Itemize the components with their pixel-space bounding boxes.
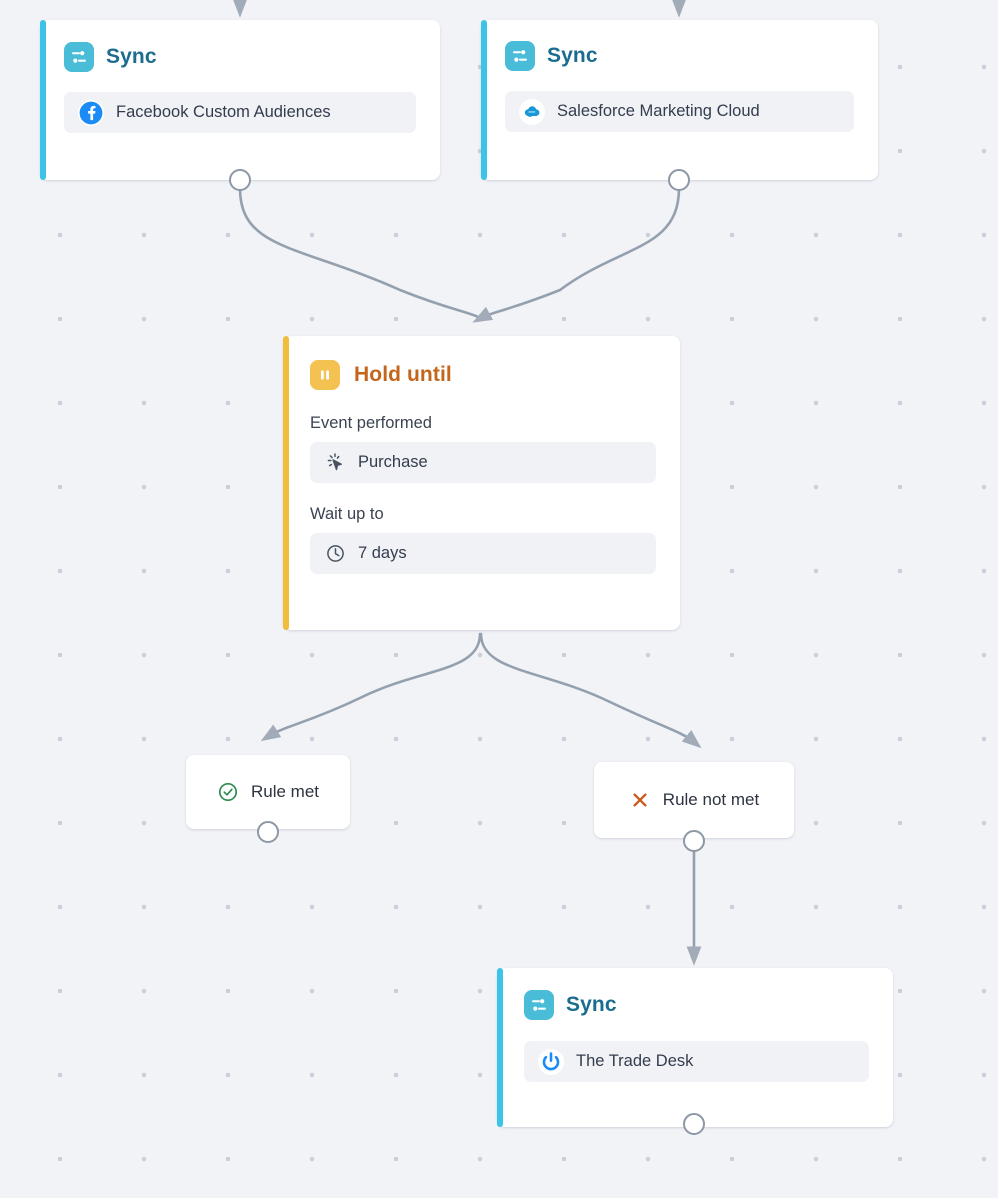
output-port[interactable]	[229, 169, 251, 191]
close-x-icon	[629, 789, 651, 811]
node-header: Sync	[505, 41, 854, 71]
destination-label: Facebook Custom Audiences	[116, 103, 331, 121]
destination-label: The Trade Desk	[576, 1052, 694, 1070]
salesforce-logo	[519, 98, 545, 125]
node-sync-salesforce[interactable]: Sync Salesforce Marketing Cloud	[481, 20, 878, 191]
sync-icon	[64, 42, 94, 72]
facebook-logo	[78, 99, 104, 126]
node-accent-bar	[40, 20, 46, 180]
output-port[interactable]	[668, 169, 690, 191]
node-header: Sync	[524, 990, 869, 1020]
destination-chip[interactable]: Salesforce Marketing Cloud	[505, 91, 854, 132]
node-title: Sync	[106, 45, 157, 68]
node-accent-bar	[497, 968, 503, 1127]
edge-hold-to-rule-met	[260, 632, 482, 742]
node-sync-tradedesk[interactable]: Sync The Trade Desk	[497, 968, 893, 1135]
node-title: Sync	[547, 44, 598, 67]
field-wait-up-to: Wait up to 7 days	[310, 505, 656, 574]
branch-label: Rule not met	[662, 790, 760, 809]
wait-value-chip[interactable]: 7 days	[310, 533, 656, 574]
node-title: Sync	[566, 993, 617, 1016]
node-header: Hold until	[310, 360, 656, 390]
destination-chip[interactable]: Facebook Custom Audiences	[64, 92, 416, 133]
node-accent-bar	[481, 20, 487, 180]
node-accent-bar	[283, 336, 289, 630]
click-cursor-icon	[324, 452, 346, 474]
event-value: Purchase	[358, 453, 428, 471]
output-port[interactable]	[257, 821, 279, 843]
node-hold-until[interactable]: Hold until Event performed Purchase	[283, 336, 680, 630]
wait-value: 7 days	[358, 544, 407, 562]
pause-icon	[310, 360, 340, 390]
sync-icon	[524, 990, 554, 1020]
destination-label: Salesforce Marketing Cloud	[557, 102, 760, 120]
trade-desk-logo	[538, 1048, 564, 1075]
edge-hold-to-rule-not-met	[479, 632, 702, 749]
output-port[interactable]	[683, 1113, 705, 1135]
field-event-performed: Event performed Purchase	[310, 414, 656, 483]
output-port[interactable]	[683, 830, 705, 852]
sync-icon	[505, 41, 535, 71]
edge-salesforce-to-hold	[472, 186, 681, 323]
clock-icon	[324, 543, 346, 565]
node-rule-not-met[interactable]: Rule not met	[594, 762, 794, 852]
branch-label: Rule met	[250, 782, 320, 801]
destination-chip[interactable]: The Trade Desk	[524, 1041, 869, 1082]
node-header: Sync	[64, 42, 416, 72]
node-sync-facebook[interactable]: Sync Facebook Custom Audiences	[40, 20, 440, 191]
check-circle-icon	[217, 781, 239, 803]
field-label: Event performed	[310, 414, 432, 432]
node-title: Hold until	[354, 363, 452, 386]
event-value-chip[interactable]: Purchase	[310, 442, 656, 483]
edge-facebook-to-hold	[238, 186, 482, 320]
field-label: Wait up to	[310, 505, 384, 523]
node-rule-met[interactable]: Rule met	[186, 755, 350, 843]
